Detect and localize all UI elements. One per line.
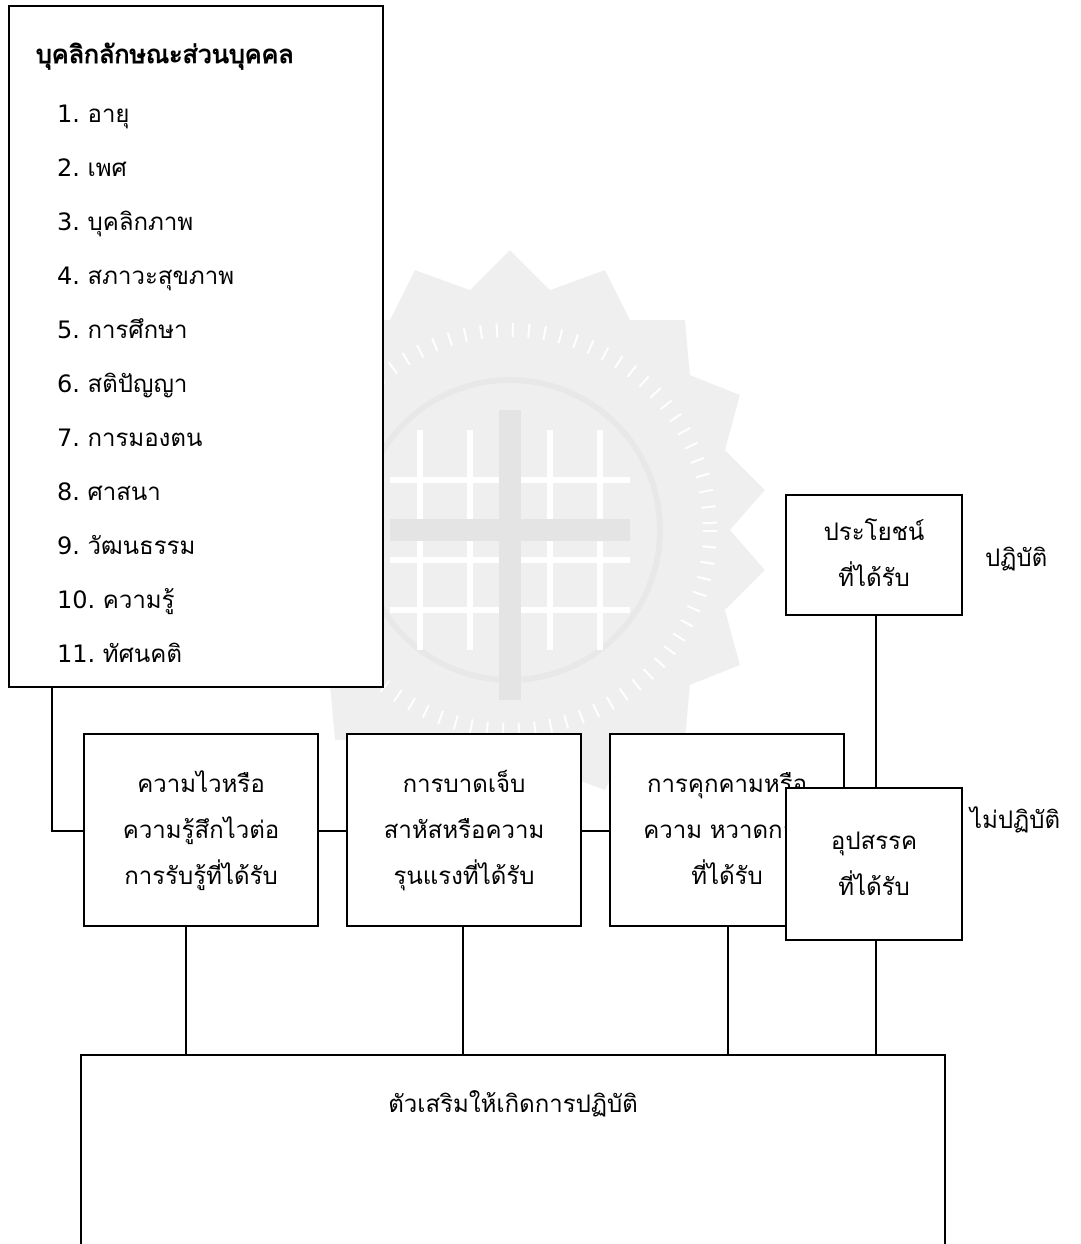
cue-to-action-label: ตัวเสริมให้เกิดการปฏิบัติ [388, 1090, 638, 1118]
perceived-severity-box: การบาดเจ็บ สาหัสหรือความ รุนแรงที่ได้รับ [346, 733, 582, 927]
connector-severity-to-threat [581, 830, 611, 832]
perceived-barrier-box: อุปสรรค ที่ได้รับ [785, 787, 963, 941]
connector-traits-down [51, 688, 53, 831]
trait-item: 9. วัฒนธรรม [57, 532, 196, 560]
practice-label: ปฏิบัติ [985, 544, 1048, 572]
connector-severity-to-cue [462, 926, 464, 1055]
connector-barrier-to-cue [875, 940, 877, 1055]
trait-item: 7. การมองตน [57, 424, 203, 452]
connector-benefit-to-barrier [875, 615, 877, 788]
trait-item: 10. ความรู้ [57, 586, 175, 614]
connector-sensitivity-to-severity [318, 830, 348, 832]
trait-item: 11. ทัศนคติ [57, 640, 182, 668]
connector-threat-to-cue [727, 926, 729, 1055]
connector-traits-to-sensitivity [51, 830, 84, 832]
cue-to-action-box: ตัวเสริมให้เกิดการปฏิบัติ [80, 1054, 946, 1244]
perceived-sensitivity-box: ความไวหรือ ความรู้สึกไวต่อ การรับรู้ที่ไ… [83, 733, 319, 927]
trait-item: 6. สติปัญญา [57, 370, 188, 398]
perceived-benefit-box: ประโยชน์ ที่ได้รับ [785, 494, 963, 616]
trait-item: 5. การศึกษา [57, 316, 188, 344]
trait-item: 1. อายุ [57, 100, 130, 128]
individual-traits-list: 1. อายุ 2. เพศ 3. บุคลิกภาพ 4. สภาวะสุขภ… [57, 87, 234, 681]
individual-traits-box: บุคลิกลักษณะส่วนบุคคล 1. อายุ 2. เพศ 3. … [8, 5, 384, 688]
individual-traits-title: บุคลิกลักษณะส่วนบุคคล [36, 40, 294, 69]
trait-item: 4. สภาวะสุขภาพ [57, 262, 235, 290]
trait-item: 2. เพศ [57, 154, 127, 182]
trait-item: 3. บุคลิกภาพ [57, 208, 194, 236]
no-practice-label: ไม่ปฏิบัติ [970, 806, 1061, 834]
connector-sensitivity-to-cue [185, 926, 187, 1055]
trait-item: 8. ศาสนา [57, 478, 161, 506]
